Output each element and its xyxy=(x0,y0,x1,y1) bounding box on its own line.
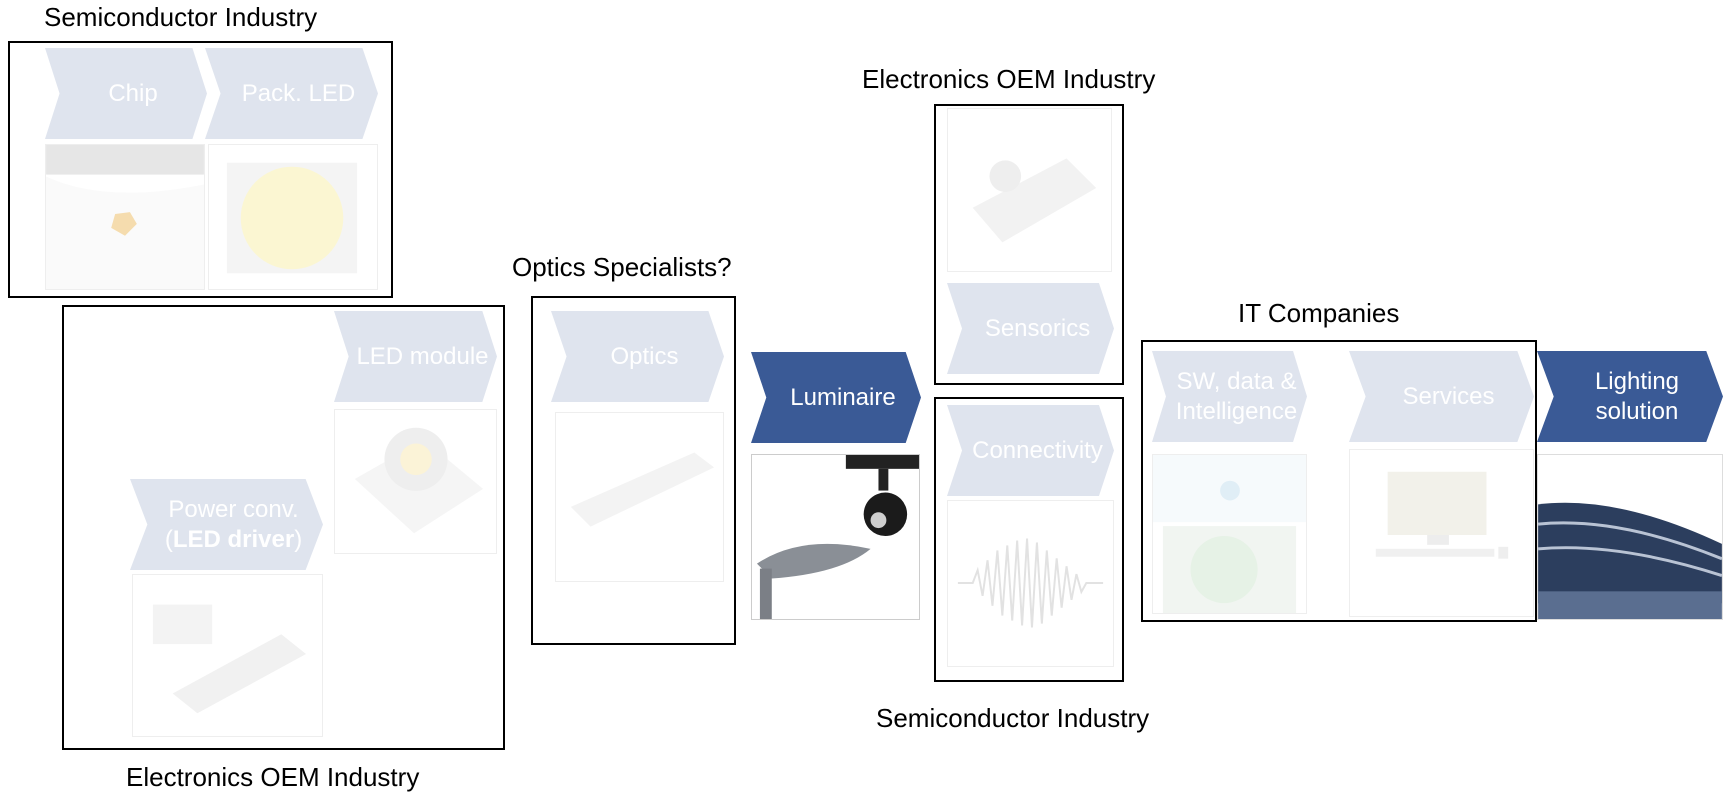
step-pack-led-label: Pack. LED xyxy=(241,79,356,107)
step-power-conv-line2: (LED driver) xyxy=(165,525,302,555)
step-led-module-label: LED module xyxy=(356,342,489,370)
signal-wave-image xyxy=(947,500,1114,667)
group-label-it-companies: IT Companies xyxy=(1238,298,1400,328)
step-power-conv-line1: Power conv. xyxy=(168,495,299,523)
step-power-conv-bold: LED driver xyxy=(172,525,295,553)
step-sw-line2: Intelligence xyxy=(1175,397,1298,425)
led-driver-image xyxy=(132,574,323,737)
step-sensorics-label: Sensorics xyxy=(984,314,1091,342)
led-module-image xyxy=(334,409,497,554)
lens-array-image xyxy=(555,412,724,582)
group-box-semiconductor-top xyxy=(8,41,393,298)
packaged-led-image xyxy=(208,144,378,290)
step-connectivity: Connectivity xyxy=(947,405,1114,496)
dashboard-image xyxy=(1349,449,1534,617)
step-chip: Chip xyxy=(45,48,207,139)
group-box-electronics-oem-bottom xyxy=(62,305,505,750)
sensor-image xyxy=(947,108,1112,272)
building-image xyxy=(1537,454,1723,620)
step-connectivity-label: Connectivity xyxy=(972,436,1103,464)
step-luminaire-label: Luminaire xyxy=(790,383,896,411)
step-sensorics: Sensorics xyxy=(947,283,1114,374)
data-network-image xyxy=(1152,454,1307,614)
group-box-optics xyxy=(531,296,736,645)
step-power-conv: Power conv. (LED driver) xyxy=(130,479,323,570)
group-box-it-companies xyxy=(1141,340,1537,622)
group-label-semiconductor-top: Semiconductor Industry xyxy=(44,2,318,32)
step-chip-label: Chip xyxy=(108,79,158,107)
paren-open: ( xyxy=(164,525,173,553)
paren-close: ) xyxy=(294,525,303,553)
group-label-electronics-oem-top: Electronics OEM Industry xyxy=(862,64,1156,94)
step-sw-line1: SW, data & xyxy=(1176,367,1297,395)
group-label-semiconductor-bottom: Semiconductor Industry xyxy=(876,703,1150,733)
group-label-optics: Optics Specialists? xyxy=(512,252,732,282)
led-chip-image xyxy=(45,144,205,290)
step-sw-data: SW, data & Intelligence xyxy=(1152,351,1307,442)
step-services: Services xyxy=(1349,351,1534,442)
group-box-semiconductor-bottom xyxy=(934,397,1124,682)
group-box-electronics-oem-top xyxy=(934,104,1124,385)
step-led-module: LED module xyxy=(334,311,497,402)
step-pack-led: Pack. LED xyxy=(205,48,378,139)
group-label-electronics-oem-bottom: Electronics OEM Industry xyxy=(126,762,420,792)
step-lighting-line2: solution xyxy=(1595,397,1679,425)
step-optics-label: Optics xyxy=(610,342,679,370)
step-optics: Optics xyxy=(551,311,724,402)
step-services-label: Services xyxy=(1402,382,1495,410)
step-lighting-line1: Lighting xyxy=(1594,367,1680,395)
luminaire-image xyxy=(751,454,920,620)
step-lighting-solution: Lighting solution xyxy=(1537,351,1723,442)
step-luminaire: Luminaire xyxy=(751,352,921,443)
